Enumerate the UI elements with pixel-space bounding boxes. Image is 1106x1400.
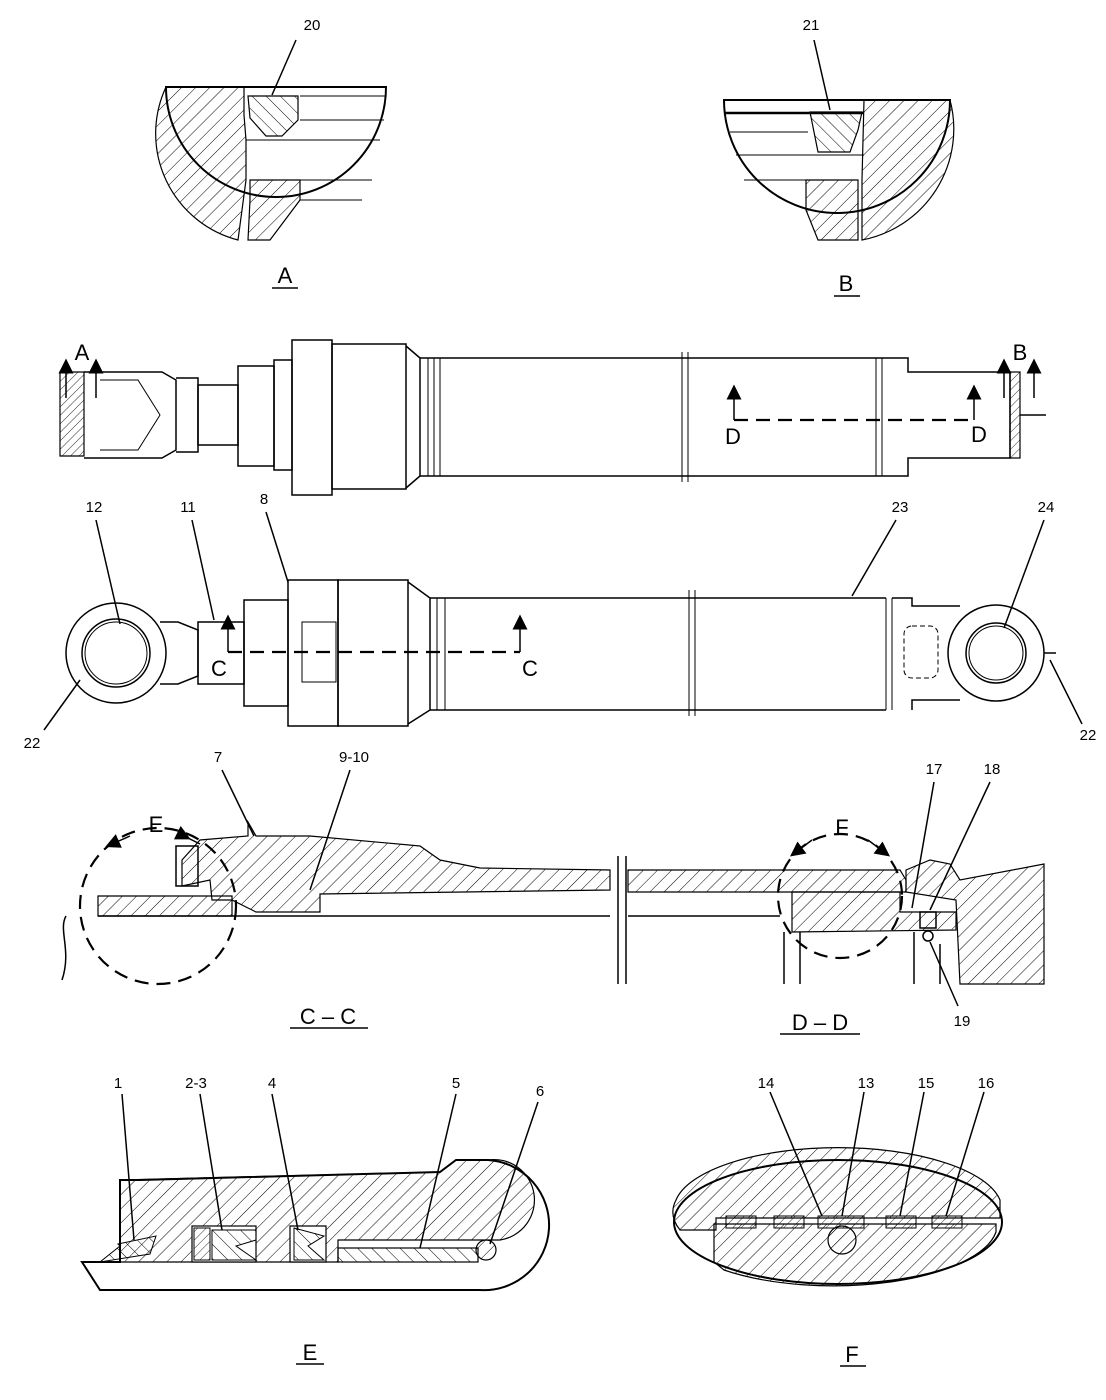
callout-8: 8 [260, 491, 268, 508]
section-mark-e: E [149, 812, 164, 837]
detail-e-label: E [303, 1340, 318, 1365]
section-cc-label: C – C [300, 1004, 356, 1029]
callout-16: 16 [978, 1075, 995, 1092]
section-mark-c-left: C [211, 656, 227, 681]
callout-21: 21 [803, 17, 820, 34]
detail-a-label: A [278, 263, 293, 288]
callout-11: 11 [180, 499, 196, 516]
side-cylinder-view: C C 12 11 8 23 24 22 22 [24, 491, 1097, 752]
section-mark-b: B [1013, 340, 1028, 365]
section-mark-c-right: C [522, 656, 538, 681]
callout-22-right: 22 [1080, 727, 1097, 744]
callout-19: 19 [954, 1013, 971, 1030]
callout-23: 23 [892, 499, 909, 516]
callout-6: 6 [536, 1083, 544, 1100]
callout-24: 24 [1038, 499, 1055, 516]
section-dd-label: D – D [792, 1010, 848, 1035]
section-cc-view: E 7 9-10 C – C [61, 749, 907, 1029]
top-cylinder-view: D D A B [58, 339, 1046, 496]
callout-7: 7 [214, 749, 222, 766]
callout-12: 12 [86, 499, 103, 516]
section-mark-d-right: D [971, 422, 987, 447]
callout-20: 20 [304, 17, 321, 34]
callout-2-3: 2-3 [185, 1075, 207, 1092]
detail-f-label: F [845, 1342, 858, 1367]
section-mark-f: F [835, 815, 848, 840]
callout-4: 4 [268, 1075, 276, 1092]
callout-22-left: 22 [24, 735, 41, 752]
callout-15: 15 [918, 1075, 935, 1092]
detail-b-view: 21 B [722, 17, 955, 297]
callout-17: 17 [926, 761, 943, 778]
callout-5: 5 [452, 1075, 460, 1092]
detail-f-view: 14 13 15 16 F [672, 1075, 1003, 1367]
detail-b-label: B [839, 271, 854, 296]
callout-14: 14 [758, 1075, 775, 1092]
callout-1: 1 [114, 1075, 122, 1092]
detail-e-view: 1 2-3 4 5 6 E [80, 1075, 551, 1365]
section-mark-d-left: D [725, 424, 741, 449]
section-dd-view: F 17 18 19 D – D [776, 761, 1045, 1035]
section-mark-a: A [75, 340, 90, 365]
callout-9-10: 9-10 [339, 749, 369, 766]
callout-13: 13 [858, 1075, 875, 1092]
callout-18: 18 [984, 761, 1001, 778]
detail-a-view: 20 A [155, 17, 388, 289]
